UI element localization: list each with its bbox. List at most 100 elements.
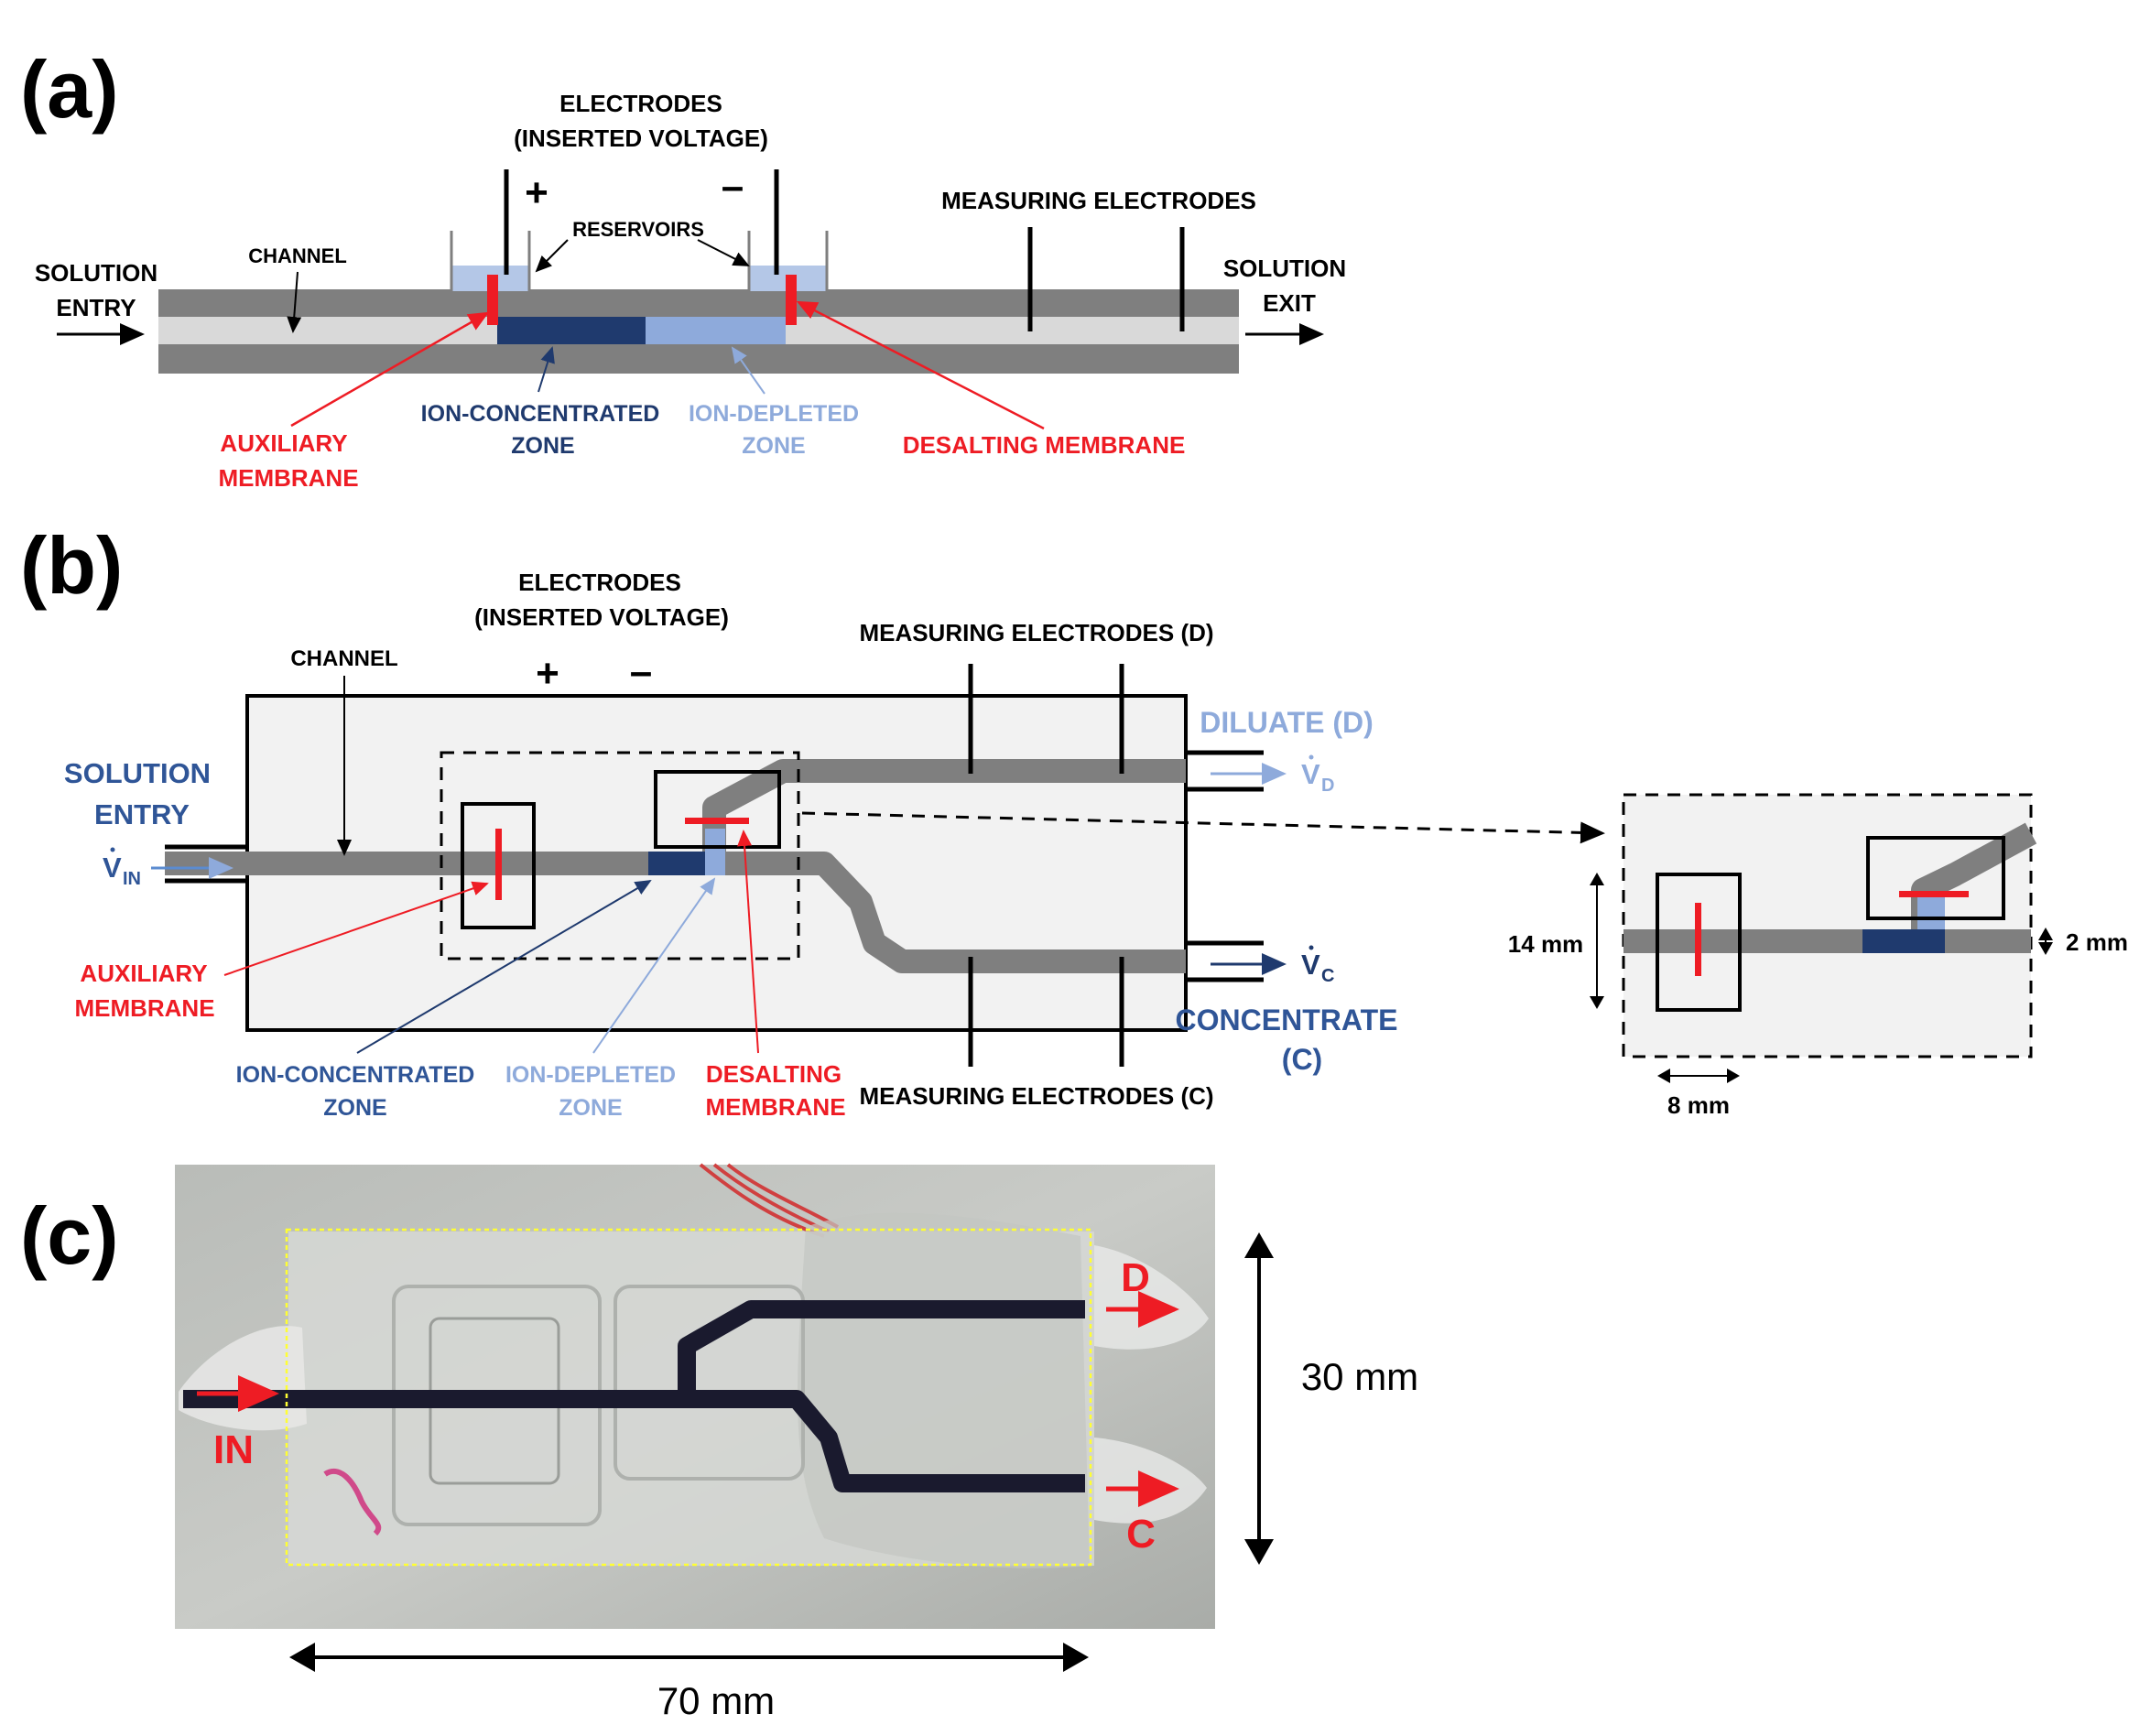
inset-desalting-reservoir: [1866, 836, 2005, 920]
inset-auxiliary-reservoir: [1656, 873, 1742, 1012]
label-in: IN: [213, 1427, 254, 1472]
ion-depleted-label-b-2: ZONE: [559, 1095, 622, 1121]
measuring-glue: [798, 1212, 1090, 1568]
reservoir-arrow-right: [697, 239, 750, 266]
zoom-connector-arrow: [801, 811, 1605, 844]
panel-c: (c) IN: [20, 1163, 1418, 1722]
ion-depleted-zone-b: [705, 829, 725, 875]
channel-label: CHANNEL: [248, 244, 347, 267]
ion-concentrated-arrow: [538, 346, 555, 393]
dim-30mm-label: 30 mm: [1301, 1355, 1418, 1398]
reservoir-arrow-left: [535, 239, 569, 273]
ion-depleted-zone: [646, 317, 786, 344]
ion-depleted-label-1: ION-DEPLETED: [689, 401, 859, 427]
ion-concentrated-zone: [497, 317, 646, 344]
inset-ion-depleted-zone: [1917, 893, 1945, 929]
electrodes-label-b: ELECTRODES: [518, 569, 681, 596]
auxiliary-membrane-arrow: [290, 311, 490, 428]
device-photo: IN D C: [175, 1163, 1215, 1629]
ion-depleted-label-b-1: ION-DEPLETED: [505, 1062, 676, 1088]
inserted-voltage-label: (INSERTED VOLTAGE): [514, 125, 768, 152]
ion-concentrated-label-2: ZONE: [511, 433, 574, 459]
inserted-voltage-label-b: (INSERTED VOLTAGE): [474, 603, 729, 631]
dim-2mm-label: 2 mm: [2066, 928, 2128, 956]
desalting-membrane-b: [685, 818, 749, 824]
channel-label-b: CHANNEL: [290, 646, 397, 671]
inset-auxiliary-membrane: [1695, 903, 1701, 976]
measuring-electrodes-d-label: MEASURING ELECTRODES (D): [859, 619, 1213, 646]
flow-rate-c-sub: C: [1321, 966, 1334, 986]
flow-rate-d-symbol: V: [1301, 758, 1320, 790]
measuring-electrodes-label: MEASURING ELECTRODES: [941, 187, 1256, 214]
label-d: D: [1121, 1255, 1150, 1300]
inset-desalting-membrane: [1899, 891, 1969, 897]
diluate-label: DILUATE (D): [1200, 706, 1374, 739]
diluate-tube: [1186, 750, 1264, 792]
photo-diluate-channel: [678, 1300, 1085, 1399]
panel-c-label: (c): [20, 1190, 119, 1281]
solution-exit-label-1: SOLUTION: [1223, 255, 1346, 282]
desalting-membrane-arrow: [796, 300, 1045, 430]
ion-concentrated-zone-b: [648, 852, 705, 875]
desalting-membrane: [786, 275, 797, 325]
panel-b-label: (b): [20, 520, 123, 611]
device-outline: [285, 1228, 1092, 1567]
zoom-inset: 14 mm 2 mm 8 mm: [1508, 793, 2128, 1119]
concentrate-label-1: CONCENTRATE: [1176, 1004, 1398, 1036]
desalting-membrane-label-b-1: DESALTING: [706, 1060, 842, 1088]
solution-entry-label-b-1: SOLUTION: [64, 757, 211, 789]
plus-sign: +: [525, 170, 548, 215]
auxiliary-membrane-arrow-b: [223, 881, 489, 976]
channel-arrow: [287, 271, 302, 333]
ion-depleted-arrow: [731, 346, 766, 395]
photo-main-channel: [183, 1390, 1085, 1492]
auxiliary-membrane-label-b-2: MEMBRANE: [74, 994, 214, 1022]
dim-14mm-label: 14 mm: [1508, 930, 1583, 958]
flow-rate-in: V IN: [103, 847, 233, 889]
solution-entry-label-2: ENTRY: [56, 294, 136, 321]
flow-rate-in-symbol: V: [103, 852, 122, 884]
measuring-electrodes-c-label: MEASURING ELECTRODES (C): [859, 1082, 1213, 1110]
minus-sign: –: [722, 164, 744, 209]
ion-depleted-arrow-b: [592, 877, 716, 1054]
concentrate-tube: [1186, 940, 1264, 982]
desalting-membrane-arrow-b: [737, 830, 759, 1054]
inset-ion-concentrated-zone: [1862, 929, 1945, 953]
inlet-tube: [165, 844, 247, 884]
label-c: C: [1126, 1512, 1156, 1557]
auxiliary-membrane-label-b-1: AUXILIARY: [80, 960, 207, 987]
desalting-reservoir: [654, 770, 781, 849]
ion-concentrated-label-b-1: ION-CONCENTRATED: [236, 1062, 475, 1088]
ion-concentrated-label-b-2: ZONE: [323, 1095, 386, 1121]
plus-sign-b: +: [536, 651, 559, 696]
panel-b: (b) ELECTRODES (INSERTED VOLTAGE) + – CH: [20, 520, 2128, 1121]
minus-sign-b: –: [630, 649, 652, 694]
pink-mark: [323, 1468, 382, 1536]
solution-entry-label-1: SOLUTION: [35, 259, 157, 287]
flow-rate-in-sub: IN: [123, 869, 141, 889]
ion-depleted-label-2: ZONE: [742, 433, 805, 459]
dim-8mm-label: 8 mm: [1667, 1091, 1730, 1119]
dim-70mm-label: 70 mm: [657, 1679, 775, 1722]
ion-concentrated-arrow-b: [356, 879, 652, 1054]
auxiliary-membrane-label-1: AUXILIARY: [220, 429, 347, 457]
solution-exit-label-2: EXIT: [1263, 289, 1316, 317]
desalting-membrane-label-b-2: MEMBRANE: [705, 1093, 845, 1121]
auxiliary-membrane-b: [495, 829, 502, 900]
concentrate-label-2: (C): [1282, 1043, 1322, 1076]
desalting-membrane-label: DESALTING MEMBRANE: [903, 431, 1186, 459]
panel-a: (a) ELECTRODES (INSERTED VOLTAGE) + – RE…: [20, 44, 1346, 492]
electrodes-label: ELECTRODES: [559, 90, 722, 117]
panel-a-label: (a): [20, 44, 119, 135]
reservoirs-label: RESERVOIRS: [572, 218, 704, 241]
auxiliary-membrane: [487, 275, 498, 325]
auxiliary-reservoir: [461, 802, 536, 929]
zoom-region: [440, 751, 800, 960]
solution-entry-label-b-2: ENTRY: [94, 798, 190, 830]
reservoir-2: [614, 1285, 805, 1481]
inset-frame: [1622, 793, 2033, 1058]
flow-rate-c-symbol: V: [1301, 949, 1320, 981]
ion-concentrated-label-1: ION-CONCENTRATED: [421, 401, 660, 427]
flow-rate-d-sub: D: [1321, 776, 1334, 796]
